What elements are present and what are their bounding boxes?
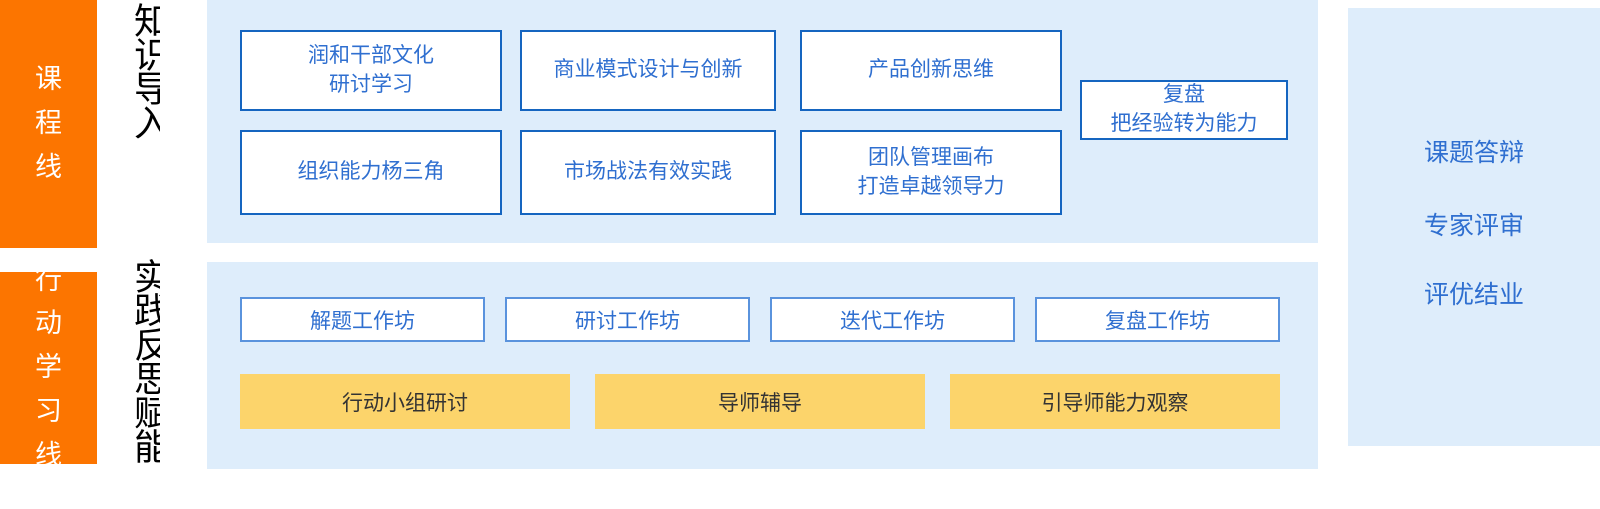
assessment-item-专家评审[interactable]: 专家评审 bbox=[1423, 212, 1524, 240]
course-box-c7-line-1: 打造卓越领导力 bbox=[857, 174, 1005, 198]
track-label-course: 课 程 线 bbox=[0, 0, 97, 248]
phase-label-knowledge: 知识导入 bbox=[129, 2, 160, 138]
track-action-char-3: 习 bbox=[35, 395, 62, 426]
workshop-box-解题工作坊[interactable]: 解题工作坊 bbox=[240, 297, 485, 342]
course-box-c2-line-0: 商业模式设计与创新 bbox=[553, 58, 743, 82]
workshop-box-迭代工作坊[interactable]: 迭代工作坊 bbox=[770, 297, 1015, 342]
course-box-复盘[interactable]: 复盘 把经验转为能力 bbox=[1080, 80, 1288, 140]
course-box-c6-line-0: 市场战法有效实践 bbox=[564, 160, 732, 184]
track-action-char-4: 线 bbox=[35, 439, 62, 470]
track-course-char-2: 线 bbox=[35, 151, 62, 182]
course-box-c7-line-0: 团队管理画布 bbox=[868, 145, 994, 169]
support-bar-引导师能力观察[interactable]: 引导师能力观察 bbox=[950, 374, 1280, 429]
assessment-panel bbox=[1348, 8, 1600, 446]
track-action-char-2: 学 bbox=[35, 352, 62, 383]
course-box-润和干部文化研讨学习[interactable]: 润和干部文化 研讨学习 bbox=[240, 30, 502, 111]
course-box-组织能力杨三角[interactable]: 组织能力杨三角 bbox=[240, 130, 502, 215]
track-action-char-0: 行 bbox=[35, 264, 62, 295]
course-box-市场战法有效实践[interactable]: 市场战法有效实践 bbox=[520, 130, 776, 215]
phase-label-practice: 实践反思赋能 bbox=[129, 258, 160, 462]
course-box-团队管理画布[interactable]: 团队管理画布 打造卓越领导力 bbox=[800, 130, 1062, 215]
course-box-c1-line-1: 研讨学习 bbox=[329, 72, 413, 96]
workshop-box-研讨工作坊[interactable]: 研讨工作坊 bbox=[505, 297, 750, 342]
support-bar-导师辅导[interactable]: 导师辅导 bbox=[595, 374, 925, 429]
track-action-char-1: 动 bbox=[35, 308, 62, 339]
course-box-c5-line-0: 组织能力杨三角 bbox=[297, 160, 445, 184]
track-course-char-1: 程 bbox=[35, 108, 62, 139]
support-bar-行动小组研讨[interactable]: 行动小组研讨 bbox=[240, 374, 570, 429]
assessment-item-课题答辩[interactable]: 课题答辩 bbox=[1423, 139, 1524, 167]
action-learning-panel bbox=[207, 262, 1318, 469]
assessment-item-评优结业[interactable]: 评优结业 bbox=[1423, 281, 1524, 309]
course-box-c4-line-1: 把经验转为能力 bbox=[1110, 112, 1258, 135]
workshop-box-复盘工作坊[interactable]: 复盘工作坊 bbox=[1035, 297, 1280, 342]
course-box-商业模式设计与创新[interactable]: 商业模式设计与创新 bbox=[520, 30, 776, 111]
course-box-c3-line-0: 产品创新思维 bbox=[868, 58, 994, 82]
track-label-action: 行 动 学 习 线 bbox=[0, 265, 97, 470]
course-box-产品创新思维[interactable]: 产品创新思维 bbox=[800, 30, 1062, 111]
course-box-c1-line-0: 润和干部文化 bbox=[308, 43, 434, 67]
track-course-char-0: 课 bbox=[35, 64, 62, 95]
course-box-c4-line-0: 复盘 bbox=[1163, 83, 1205, 107]
